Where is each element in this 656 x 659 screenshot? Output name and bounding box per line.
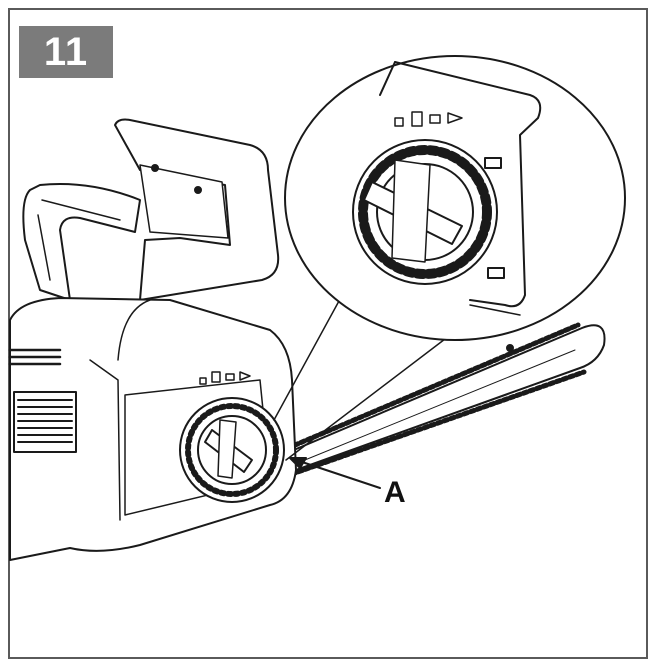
lock-symbols <box>199 371 251 385</box>
rear-handle <box>22 183 141 301</box>
step-number-badge: 11 <box>19 26 113 78</box>
guide-bar <box>281 322 606 477</box>
callout-label-a: A <box>384 476 406 509</box>
magnifier-lines <box>273 289 471 461</box>
magnified-view <box>284 55 626 341</box>
callout-arrow-a <box>289 457 381 489</box>
front-handle <box>114 118 280 301</box>
vent-grille <box>8 348 77 453</box>
tension-knob <box>179 397 285 503</box>
